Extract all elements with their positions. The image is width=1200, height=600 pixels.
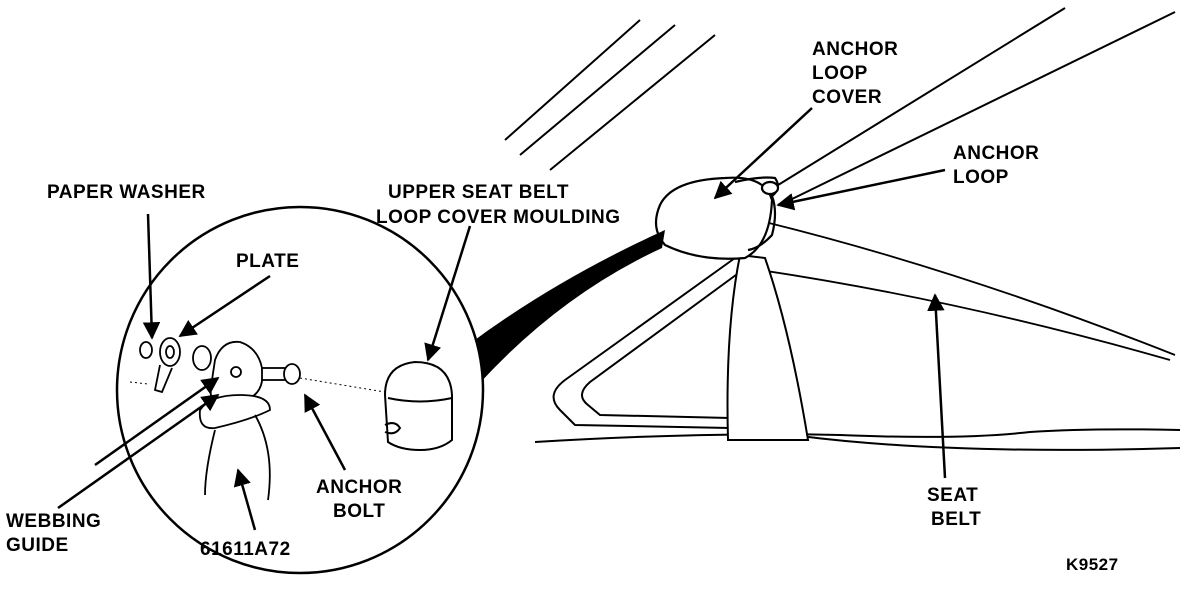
seat-belt-webbing (726, 253, 810, 441)
figure-code-label: K9527 (1066, 555, 1119, 574)
seat-belt-label-line1: SEAT (927, 485, 979, 506)
anchor-loop-cover-label-line3: COVER (812, 87, 883, 108)
pillar-lines (769, 7, 1176, 201)
part-number-label: 61611A72 (200, 539, 291, 560)
anchor-loop-cover-label-line1: ANCHOR (812, 39, 899, 60)
anchor-bolt-label-line1: ANCHOR (316, 477, 403, 498)
belt-lines (759, 221, 1176, 361)
upper-moulding-label-line1: UPPER SEAT BELT (388, 182, 569, 203)
upper-loop-cover-moulding (383, 360, 453, 452)
plate-label: PLATE (236, 251, 300, 272)
alignment-dash (299, 377, 386, 393)
magnifier-connector (468, 230, 665, 385)
anchor-loop-cover (654, 176, 780, 260)
quarter-window (552, 257, 741, 429)
body-lines (534, 428, 1181, 451)
anchor-loop-label-line2: LOOP (953, 167, 1009, 188)
anchor-loop-cover-label-line2: LOOP (812, 63, 868, 84)
leader-arrows (57, 107, 947, 531)
window-glass-lines (504, 19, 716, 171)
detail-magnifier (115, 205, 485, 575)
anchor-loop-label-line1: ANCHOR (953, 143, 1040, 164)
webbing-guide-label-line1: WEBBING (6, 511, 102, 532)
seat-belt-label-line2: BELT (931, 509, 982, 530)
upper-moulding-label-line2: LOOP COVER MOULDING (376, 207, 621, 228)
alignment-dash-left (129, 381, 149, 385)
anchor-bolt-label-line2: BOLT (333, 501, 386, 522)
webbing-guide-label-line2: GUIDE (6, 535, 69, 556)
paper-washer-label: PAPER WASHER (47, 182, 206, 203)
